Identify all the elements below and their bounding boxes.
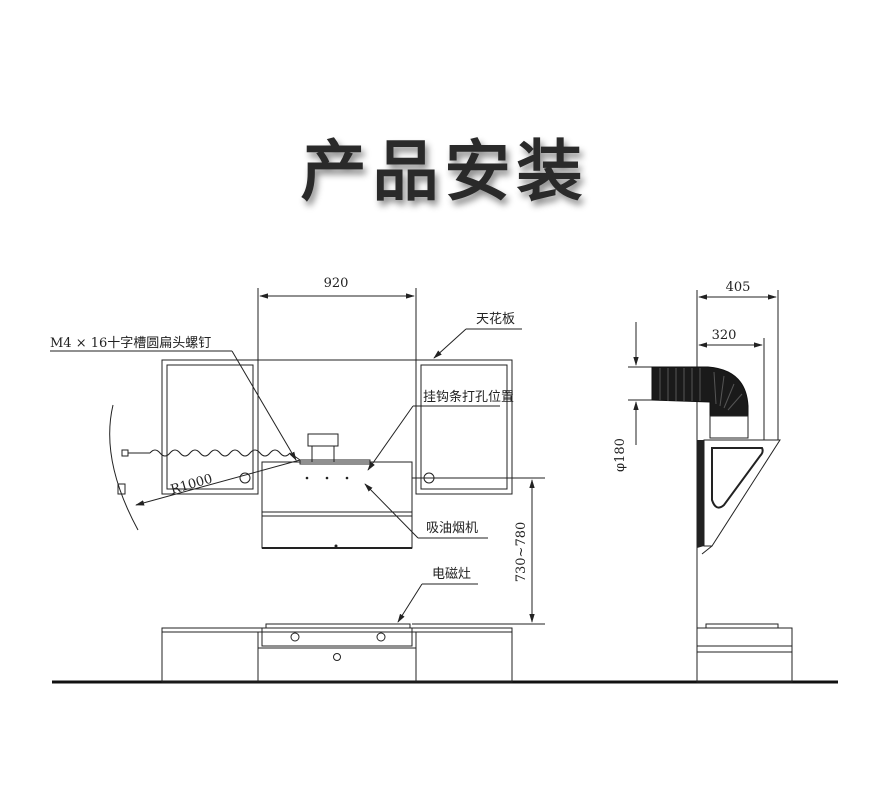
base-cabinets [161,623,513,683]
hood-callout: 吸油烟机 [364,483,488,539]
stove-label: 电磁灶 [432,567,471,582]
hood-label: 吸油烟机 [426,521,478,536]
screw-label: M4 × 16十字槽圆扁头螺钉 [50,336,211,351]
radius-arc: R1000 [109,404,301,531]
dimension-320: 320 [698,328,765,440]
dimension-height: 730~780 [412,477,545,625]
ceiling-label: 天花板 [476,311,515,327]
flexible-duct [651,366,749,417]
dimension-405: 405 [698,280,779,440]
phi180-label: φ180 [613,438,628,472]
side-base-cabinet [696,623,793,683]
screw-callout: M4 × 16十字槽圆扁头螺钉 [50,336,297,461]
right-wall-cabinet [415,359,513,495]
height-label: 730~780 [514,522,529,583]
side-view: 405 320 φ180 [613,280,793,683]
hook-callout: 挂钩条打孔位置 [367,389,514,471]
power-cable [121,449,301,461]
ceiling-callout: 天花板 [433,311,522,359]
side-hood [697,415,781,555]
front-view: 920 R1000 [50,276,545,683]
dimension-920-label: 920 [324,276,349,291]
stove-callout: 电磁灶 [397,567,478,623]
page-title: 产品安装 [300,133,589,210]
range-hood [261,433,413,549]
dimension-920: 920 [257,276,417,360]
dimension-320-label: 320 [712,328,737,343]
left-wall-cabinet [161,359,259,495]
hook-label: 挂钩条打孔位置 [423,389,514,405]
dimension-405-label: 405 [726,280,751,295]
